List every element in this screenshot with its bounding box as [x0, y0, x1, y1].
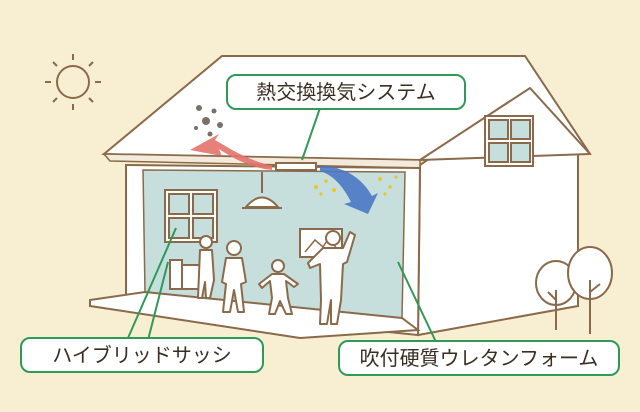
- ventilation-unit: [276, 163, 316, 170]
- window-callout: ハイブリッドサッシ: [20, 337, 264, 373]
- insulation-callout: 吹付硬質ウレタンフォーム: [338, 340, 620, 376]
- window-label: ハイブリッドサッシ: [52, 345, 232, 365]
- sun-icon: [45, 54, 101, 110]
- ventilation-callout: 熱交換換気システム: [226, 74, 466, 110]
- insulation-label: 吹付硬質ウレタンフォーム: [360, 348, 599, 368]
- gable-window: [485, 116, 533, 166]
- ventilation-label: 熱交換換気システム: [256, 82, 435, 102]
